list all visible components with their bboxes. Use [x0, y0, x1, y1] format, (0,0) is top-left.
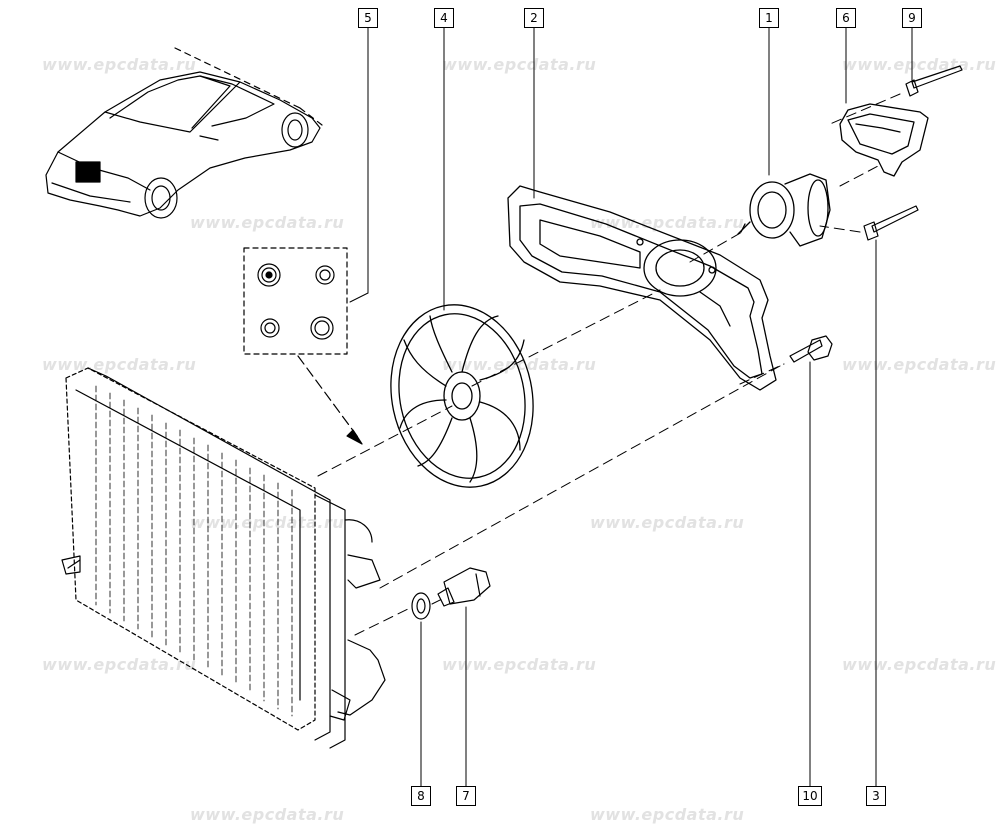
- watermark: www.epcdata.ru: [42, 655, 197, 674]
- watermark: www.epcdata.ru: [190, 805, 345, 824]
- fan-motor: [737, 173, 831, 247]
- screw-item-3: [863, 205, 919, 241]
- callout-2: 2: [524, 8, 544, 28]
- watermark: www.epcdata.ru: [590, 805, 745, 824]
- callout-3: 3: [866, 786, 886, 806]
- watermark: www.epcdata.ru: [590, 513, 745, 532]
- watermark: www.epcdata.ru: [42, 55, 197, 74]
- assembly-lines: [317, 93, 901, 636]
- watermark: www.epcdata.ru: [842, 655, 997, 674]
- callout-leaders: [349, 25, 913, 788]
- watermark: www.epcdata.ru: [442, 355, 597, 374]
- watermark: www.epcdata.ru: [442, 655, 597, 674]
- cooling-fan: [390, 304, 534, 488]
- watermark: www.epcdata.ru: [590, 213, 745, 232]
- callout-9: 9: [902, 8, 922, 28]
- watermark: www.epcdata.ru: [190, 513, 345, 532]
- callout-7: 7: [456, 786, 476, 806]
- watermark: www.epcdata.ru: [842, 355, 997, 374]
- watermark: www.epcdata.ru: [42, 355, 197, 374]
- watermark: www.epcdata.ru: [442, 55, 597, 74]
- motor-cover: [839, 103, 929, 177]
- car-outline: [45, 47, 323, 219]
- radiator: [61, 367, 386, 749]
- callout-5: 5: [358, 8, 378, 28]
- callout-4: 4: [434, 8, 454, 28]
- callout-1: 1: [759, 8, 779, 28]
- callout-10: 10: [798, 786, 822, 806]
- shock-absorber-kit: [243, 247, 363, 445]
- screw-item-9: [905, 65, 963, 97]
- watermark: www.epcdata.ru: [190, 213, 345, 232]
- watermark: www.epcdata.ru: [842, 55, 997, 74]
- callout-8: 8: [411, 786, 431, 806]
- bolt-item-10: [789, 335, 833, 363]
- callout-6: 6: [836, 8, 856, 28]
- temperature-switch: [437, 567, 491, 607]
- sealing-washer: [411, 592, 431, 620]
- fan-bracket: [507, 185, 777, 391]
